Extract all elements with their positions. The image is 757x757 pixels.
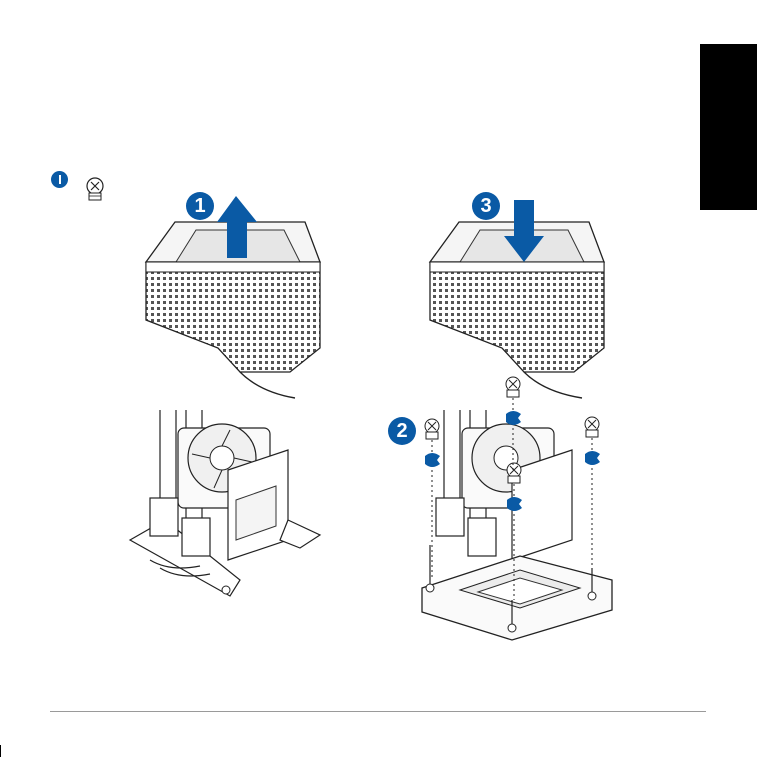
- right-pump-assembly: [436, 410, 572, 560]
- left-pump-assembly: [130, 410, 320, 596]
- step-2-badge: 2: [388, 417, 416, 445]
- crop-mark: [0, 745, 1, 757]
- legend-screw-icon: [87, 178, 103, 200]
- cpu-socket-backplate: [422, 545, 612, 640]
- footer-rule: [50, 711, 706, 712]
- step-1-badge: 1: [186, 192, 214, 220]
- step-3-badge: 3: [472, 192, 500, 220]
